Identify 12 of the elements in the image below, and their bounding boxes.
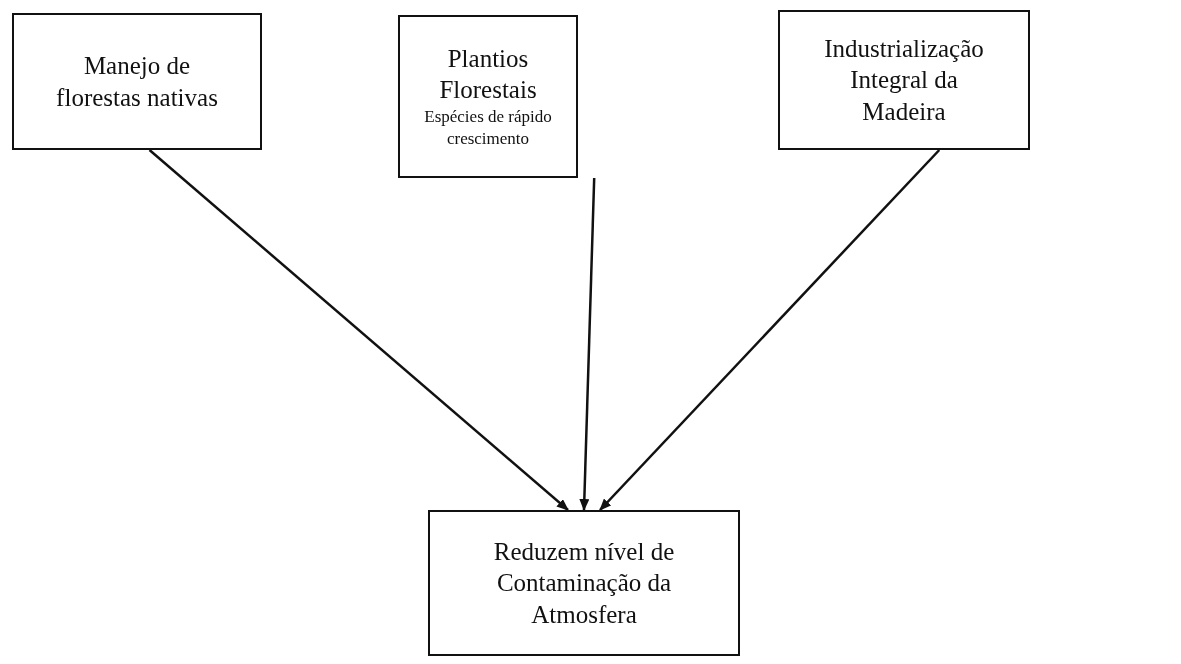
box-title: Industrialização Integral da Madeira bbox=[823, 34, 985, 127]
arrow bbox=[599, 149, 941, 511]
process-box bbox=[428, 510, 740, 656]
process-box bbox=[398, 15, 578, 178]
process-box bbox=[778, 10, 1030, 150]
arrow bbox=[148, 149, 569, 511]
box-title: Reduzem nível de Contaminação da Atmosfera bbox=[492, 537, 676, 630]
box-subtitle: Espécies de rápido crescimento bbox=[423, 105, 553, 150]
box-title: Manejo de florestas nativas bbox=[55, 51, 219, 113]
arrow bbox=[579, 177, 596, 511]
box-title: Plantios Florestais bbox=[438, 44, 538, 106]
process-box bbox=[12, 13, 262, 150]
